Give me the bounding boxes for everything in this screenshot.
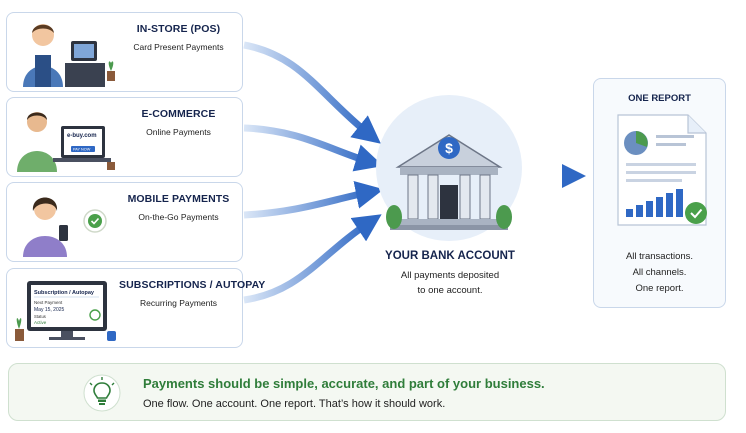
report-description: All transactions. All channels. One repo… (594, 249, 725, 297)
channel-subtitle: Online Payments (146, 127, 211, 137)
banner-headline: Payments should be simple, accurate, and… (143, 376, 545, 391)
pay-now-text: PAY NOW (73, 148, 91, 152)
smartphone-icon (23, 197, 107, 257)
dollar-symbol: $ (445, 140, 453, 156)
channel-title: E-COMMERCE (141, 108, 216, 120)
arrow-ecommerce-to-bank (243, 124, 384, 172)
lightbulb-icon (83, 374, 121, 412)
arrow-pos-to-bank (243, 41, 381, 144)
banner-subline: One flow. One account. One report. That’… (143, 398, 446, 410)
website-text: e-buy.com (67, 133, 97, 139)
channel-title: IN-STORE (POS) (136, 23, 221, 35)
screen-header-text: Subscription / Autopay (34, 290, 95, 296)
status-value: Active (34, 320, 47, 325)
bank-subtitle-line: All payments deposited (400, 270, 500, 281)
channel-title: MOBILE PAYMENTS (127, 193, 230, 205)
bank-title: YOUR BANK ACCOUNT (385, 250, 515, 262)
bank-subtitle-line: to one account. (417, 285, 483, 296)
channel-card-pos: IN-STORE (POS) Card Present Payments (6, 12, 243, 92)
monitor-icon: Subscription / Autopay Next Payment May … (15, 281, 116, 341)
channel-card-mobile: MOBILE PAYMENTS On-the-Go Payments (6, 182, 243, 262)
report-document-icon (617, 114, 707, 226)
next-payment-date: May 15, 2025 (34, 307, 65, 313)
pos-terminal-icon (23, 24, 115, 87)
status-label: Status (34, 314, 46, 319)
arrow-mobile-to-bank (243, 181, 384, 219)
report-panel: ONE REPORT All transactions. All channel… (593, 78, 726, 308)
laptop-icon: e-buy.com PAY NOW (17, 112, 115, 172)
channel-subtitle: On-the-Go Payments (138, 212, 219, 222)
report-line: All transactions. (625, 251, 694, 262)
channel-title: SUBSCRIPTIONS / AUTOPAY (119, 279, 266, 291)
message-banner: Payments should be simple, accurate, and… (8, 363, 726, 421)
report-title: ONE REPORT (628, 93, 691, 104)
channel-card-subscriptions: Subscription / Autopay Next Payment May … (6, 268, 266, 348)
channel-subtitle: Recurring Payments (139, 298, 217, 308)
bank-subtitle: All payments deposited to one account. (360, 268, 540, 298)
next-payment-label: Next Payment (34, 300, 63, 305)
channel-card-ecommerce: e-buy.com PAY NOW E-COMMERCE Online Paym… (6, 97, 243, 177)
report-line: All channels. (632, 267, 687, 278)
report-line: One report. (635, 283, 684, 294)
channel-subtitle: Card Present Payments (133, 42, 224, 52)
bank-building-icon: $ (386, 134, 512, 230)
